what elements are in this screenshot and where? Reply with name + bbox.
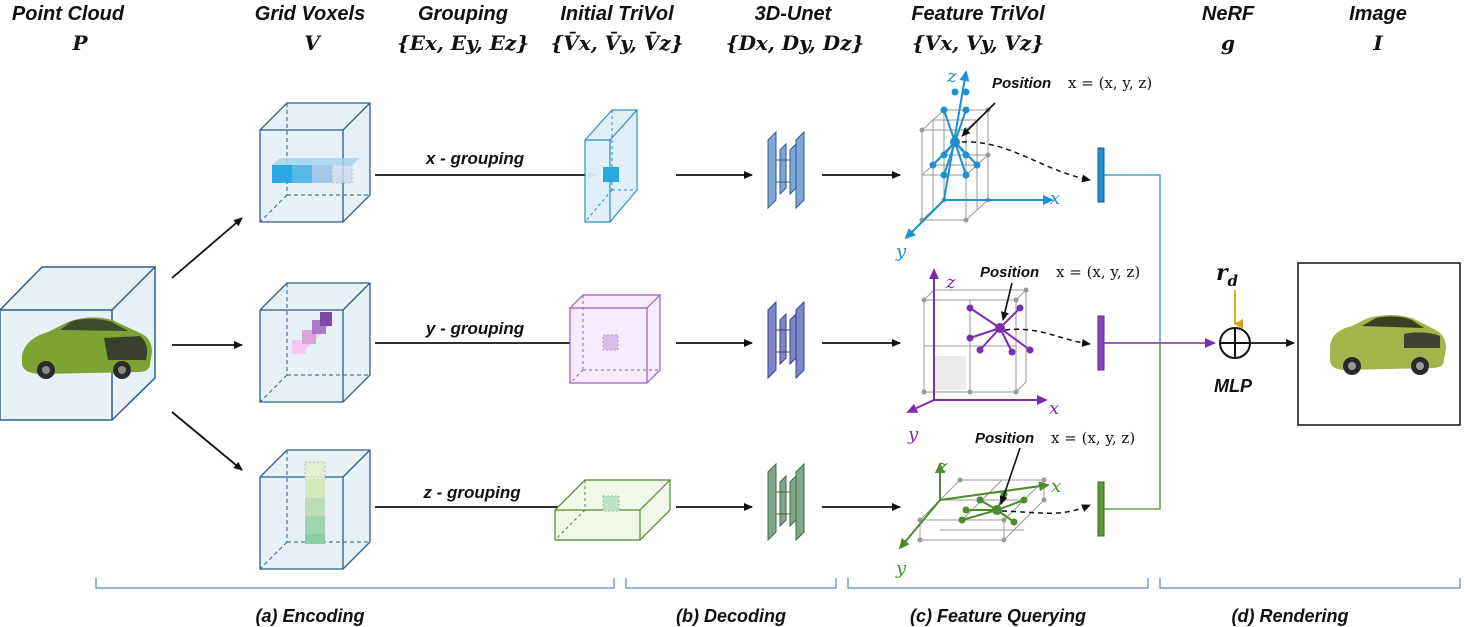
header-image: Image bbox=[1349, 3, 1407, 25]
header-feature-trivol-symbol: {Vx, Vy, Vz} bbox=[912, 31, 1044, 55]
encoding-arrows bbox=[171, 217, 243, 471]
y-volume-position-formula: x = (x, y, z) bbox=[1056, 263, 1140, 281]
x-volume-position-formula: x = (x, y, z) bbox=[1068, 74, 1152, 92]
unet-x bbox=[767, 130, 805, 210]
header-nerf: NeRF bbox=[1202, 3, 1255, 25]
grid-voxels-z bbox=[259, 449, 371, 570]
y-volume-position-label: Position bbox=[980, 264, 1039, 281]
x-volume-position-label: Position bbox=[992, 75, 1051, 92]
header-point-cloud-symbol: P bbox=[71, 31, 88, 55]
header-nerf-symbol: g bbox=[1221, 31, 1235, 55]
decoding-input-arrows bbox=[676, 171, 753, 511]
header-point-cloud: Point Cloud bbox=[12, 3, 125, 25]
stage-decoding-label: (b) Decoding bbox=[676, 606, 786, 626]
ray-direction-label: rd bbox=[1216, 260, 1239, 290]
z-volume-position-label: Position bbox=[975, 430, 1034, 447]
x-volume-y-axis-label: y bbox=[895, 241, 907, 262]
y-volume-x-axis-label: x bbox=[1049, 398, 1059, 419]
header-grouping-symbol: {Ex, Ey, Ez} bbox=[397, 31, 529, 55]
stage-labels: (a) Encoding (b) Decoding (c) Feature Qu… bbox=[256, 606, 1349, 626]
unet-y bbox=[767, 300, 805, 380]
x-volume-z-axis-label: z bbox=[946, 66, 957, 87]
header-initial-trivol: Initial TriVol bbox=[560, 3, 674, 25]
grouping-arrows: x - grouping y - grouping z - grouping bbox=[375, 149, 607, 511]
y-volume-y-axis-label: y bbox=[907, 424, 919, 445]
z-volume-z-axis-label: z bbox=[937, 456, 948, 477]
decoding-output-arrows bbox=[822, 171, 901, 511]
z-grouping-label: z - grouping bbox=[422, 483, 521, 502]
unet-z bbox=[767, 462, 805, 542]
header-3d-unet-symbol: {Dx, Dy, Dz} bbox=[726, 31, 865, 55]
mlp-label: MLP bbox=[1214, 376, 1253, 396]
mlp-node: MLP bbox=[1214, 327, 1253, 396]
column-headers: Point Cloud P Grid Voxels V Grouping {Ex… bbox=[12, 3, 1407, 55]
feature-trivol-x: z x y Position x = (x, y, z) bbox=[895, 66, 1152, 262]
header-image-symbol: I bbox=[1372, 31, 1383, 55]
header-initial-trivol-symbol: {V̄x, V̄y, V̄z} bbox=[550, 30, 683, 55]
z-volume-y-axis-label: y bbox=[895, 558, 907, 579]
x-feature-vector bbox=[1097, 147, 1105, 203]
x-volume-x-axis-label: x bbox=[1050, 188, 1060, 209]
grid-voxels-x bbox=[259, 102, 371, 223]
z-feature-vector bbox=[1097, 481, 1105, 537]
y-feature-vector bbox=[1097, 315, 1105, 371]
stage-feature-querying-label: (c) Feature Querying bbox=[910, 606, 1086, 626]
initial-trivol-z bbox=[554, 479, 671, 541]
feature-trivol-y: z x y Position x = (x, y, z) bbox=[906, 263, 1140, 445]
ray-direction-input: rd bbox=[1216, 260, 1243, 329]
z-volume-position-formula: x = (x, y, z) bbox=[1051, 429, 1135, 447]
y-volume-z-axis-label: z bbox=[945, 272, 956, 293]
feature-trivol-z: z x y Position x = (x, y, z) bbox=[895, 429, 1135, 579]
initial-trivol-x bbox=[584, 109, 638, 223]
x-grouping-label: x - grouping bbox=[425, 149, 525, 168]
header-feature-trivol: Feature TriVol bbox=[911, 3, 1045, 25]
stage-brackets bbox=[95, 578, 1461, 589]
stage-rendering-label: (d) Rendering bbox=[1232, 606, 1349, 626]
header-grid-voxels: Grid Voxels bbox=[255, 3, 365, 25]
header-grouping: Grouping bbox=[418, 3, 508, 25]
car-point-cloud-icon bbox=[22, 317, 152, 379]
z-volume-x-axis-label: x bbox=[1051, 476, 1061, 497]
header-grid-voxels-symbol: V bbox=[304, 31, 322, 55]
y-grouping-label: y - grouping bbox=[425, 319, 525, 338]
stage-encoding-label: (a) Encoding bbox=[256, 606, 365, 626]
header-3d-unet: 3D-Unet bbox=[755, 3, 833, 25]
rendered-image bbox=[1297, 262, 1461, 426]
initial-trivol-y bbox=[569, 294, 661, 384]
grid-voxels-y bbox=[259, 282, 371, 403]
feature-aggregation-lines bbox=[1104, 174, 1216, 510]
